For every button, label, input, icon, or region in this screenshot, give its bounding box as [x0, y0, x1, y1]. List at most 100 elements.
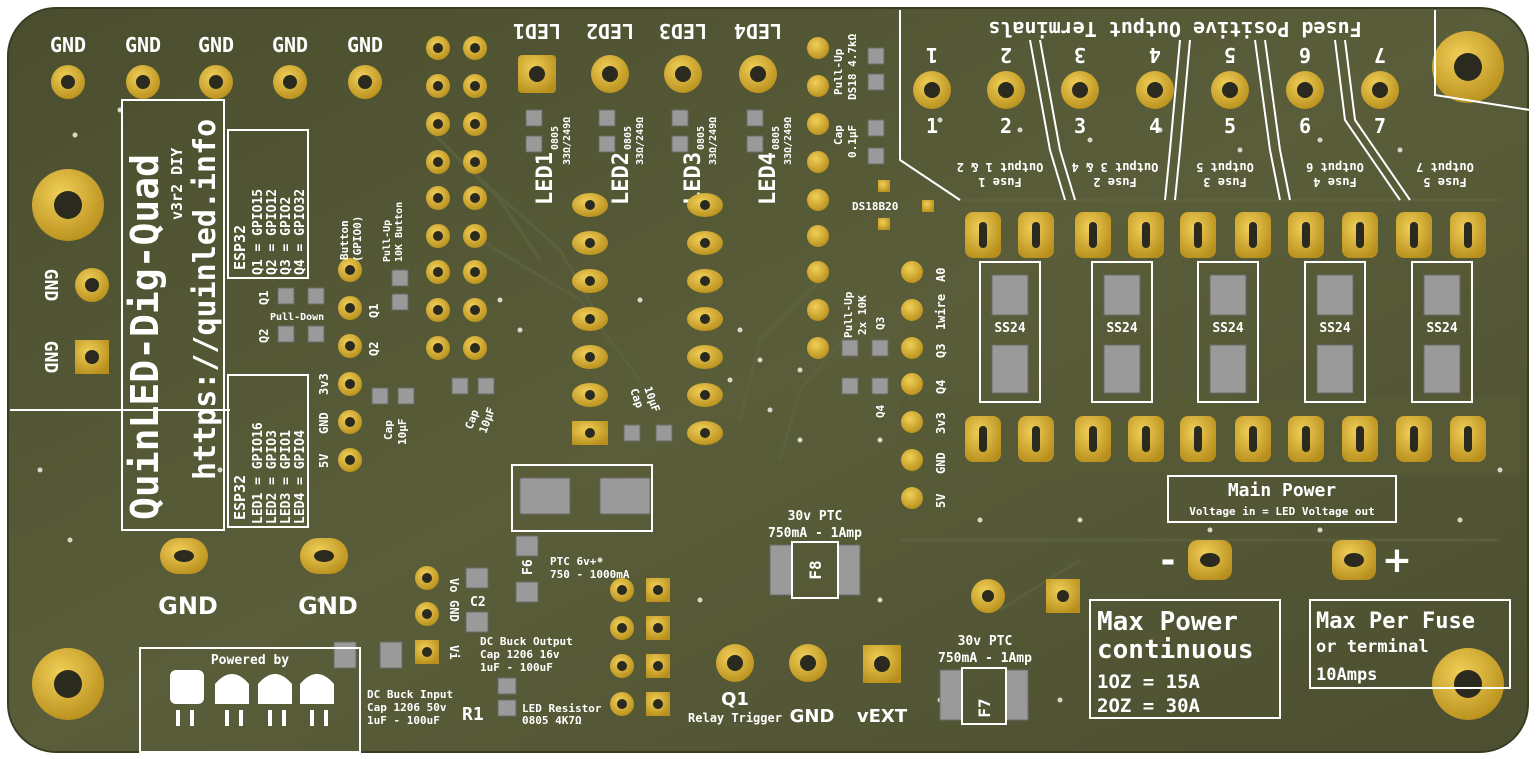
c2-label: C2	[470, 595, 486, 610]
buck-output-cap: Cap 1206 16v	[480, 648, 560, 661]
gnd-label: GND	[347, 33, 383, 57]
terminal-number: 1	[926, 43, 938, 67]
ds18-cap: Cap	[832, 125, 845, 145]
led-top-label: LED1	[513, 19, 561, 43]
q34-pullup: Pull-Up	[842, 291, 855, 338]
diode-label: SS24	[1106, 321, 1137, 336]
res-size: 0805	[623, 126, 634, 150]
max-fuse-title: Max Per Fuse	[1316, 609, 1475, 634]
left-gnd-label: GND	[40, 341, 61, 374]
terminal-number: 1	[926, 114, 938, 138]
res-size: 0805	[550, 126, 561, 150]
pin-1wire: 1wire	[934, 294, 948, 330]
f6-title: PTC 6v+	[550, 555, 597, 568]
terminal-number: 3	[1074, 43, 1086, 67]
res-value: 33Ω/249Ω	[635, 117, 646, 165]
max-power-line1: 1OZ = 15A	[1097, 671, 1201, 693]
terminal-number: 3	[1074, 114, 1086, 138]
led-side-label: LED4	[756, 152, 781, 205]
buck-output-range: 1uF - 100uF	[480, 661, 553, 674]
board-version: v3r2 DIY	[168, 148, 186, 220]
q1-label: Q1	[367, 304, 381, 318]
buck-input-cap: Cap 1206 50v	[367, 701, 447, 714]
board-url: https://quinled.info	[188, 119, 223, 480]
q34-value: 2x 10K	[856, 295, 869, 335]
esp32-line: Q3 = GPIO2	[279, 197, 294, 275]
pin-gnd: GND	[934, 452, 948, 474]
main-power: Main Power Voltage in = LED Voltage out …	[1161, 475, 1412, 581]
terminal-number: 7	[1374, 43, 1386, 67]
f6-name: F6	[521, 559, 536, 575]
logo-icon	[170, 670, 334, 726]
res-size: 0805	[696, 126, 707, 150]
fused-title: Fused Positive Output Terminals	[988, 17, 1361, 41]
q2-label: Q2	[367, 342, 381, 356]
header-label-gnd: GND	[317, 412, 331, 434]
fuse-output: Output 7	[1416, 160, 1474, 174]
terminal-number: 5	[1224, 43, 1236, 67]
f8-title: 30v PTC	[788, 509, 843, 524]
gnd-label: GND	[198, 33, 234, 57]
right-header: A0 1wire Q3 Q4 3v3 GND 5V Pull-Up DS18 4…	[807, 33, 948, 509]
gnd-label: GND	[125, 33, 161, 57]
f6-value: 750 - 1000mA	[550, 568, 630, 581]
gnd-label: GND	[272, 33, 308, 57]
fuse-holders: SS24 SS24 SS24 SS24 SS24	[965, 212, 1486, 403]
pulldown-label: Pull-Down	[270, 312, 324, 323]
f7-value: 750mA - 1Amp	[938, 651, 1032, 666]
r1-title: LED Resistor	[522, 702, 602, 715]
powered-by: Powered by	[139, 647, 361, 753]
top-gnd-row: GND GND GND GND GND	[50, 33, 383, 99]
r1-name: R1	[462, 704, 484, 725]
powered-by-label: Powered by	[211, 653, 289, 668]
bottom-gnd-label: GND	[158, 592, 218, 620]
board-title: QuinLED-Dig-Quad	[123, 154, 167, 520]
power-minus: -	[1161, 540, 1176, 581]
relay-q1: Q1	[721, 689, 749, 710]
pullup-label: Pull-Up	[382, 220, 393, 262]
relay-trigger: Relay Trigger	[688, 711, 782, 725]
q4-label: Q4	[874, 404, 887, 418]
max-power-subtitle: continuous	[1097, 635, 1254, 665]
vias	[37, 107, 1503, 703]
buck-input-title: DC Buck Input	[367, 688, 453, 701]
led-side-label: LED2	[609, 152, 634, 205]
header-label-5v: 5V	[317, 454, 331, 468]
board-title-block: QuinLED-Dig-Quad v3r2 DIY https://quinle…	[10, 99, 230, 531]
regulator-area: F6 PTC 6v+ 750 - 1000mA Vo GND Vi C2 DC …	[333, 464, 653, 727]
left-header: 3v3 GND 5V Q1 Q2 Button (GPIO0) Pull-Up …	[317, 202, 405, 472]
relay-header: Q1 Relay Trigger GND vEXT	[610, 578, 908, 727]
q3-label: Q3	[874, 317, 887, 330]
left-smd: Q1 Q2 Pull-Down Cap 10µF Cap 10µF	[257, 269, 498, 446]
max-power-title: Max Power	[1097, 607, 1238, 637]
cap-label: Cap	[382, 420, 395, 440]
fuse-name: Fuse 4	[1313, 175, 1356, 189]
buck-vo: Vo	[447, 578, 461, 592]
max-power-box: Max Power continuous 1OZ = 15A 2OZ = 30A	[1089, 599, 1281, 719]
buck-output-title: DC Buck Output	[480, 635, 573, 648]
power-plus: +	[1382, 540, 1412, 581]
fuse-name: Fuse 3	[1203, 175, 1246, 189]
pin-5v: 5V	[934, 494, 948, 508]
diode-label: SS24	[1426, 321, 1457, 336]
esp32-title: ESP32	[231, 225, 249, 270]
led-top-label: LED2	[586, 19, 634, 43]
esp-header-2: Cap 10µF	[572, 193, 723, 445]
relay-vext: vEXT	[857, 706, 908, 727]
gnd-label: GND	[50, 33, 86, 57]
esp32-line: Q1 = GPIO15	[251, 189, 266, 275]
pin-q4: Q4	[934, 380, 948, 394]
terminal-number: 6	[1299, 43, 1311, 67]
fuse-name: Fuse 1	[978, 175, 1021, 189]
res-size: 0805	[771, 126, 782, 150]
terminal-number: 6	[1299, 114, 1311, 138]
max-fuse-line2: 10Amps	[1316, 665, 1377, 685]
f8-value: 750mA - 1Amp	[768, 526, 862, 541]
relay-gnd: GND	[790, 706, 835, 727]
cap-value: 10µF	[396, 419, 409, 446]
led-top-label: LED3	[659, 19, 707, 43]
fuse-output: Output 6	[1306, 160, 1364, 174]
power-terminal-row	[965, 416, 1486, 462]
res-value: 33Ω/249Ω	[708, 117, 719, 165]
